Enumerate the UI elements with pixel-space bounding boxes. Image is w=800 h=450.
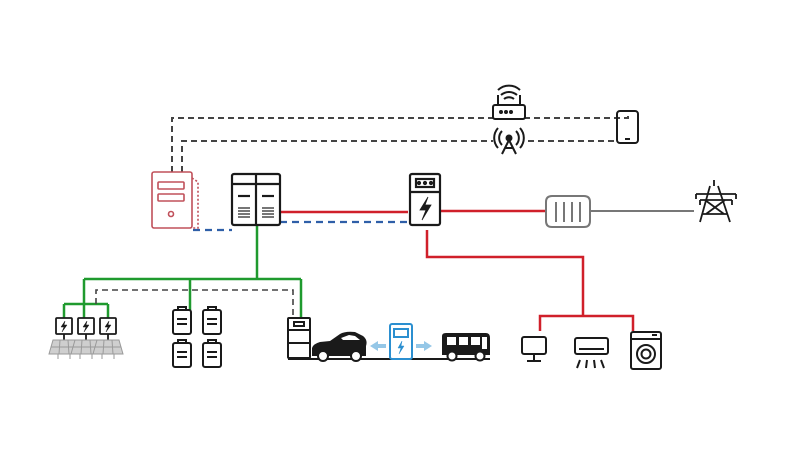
dc-lines	[62, 225, 303, 318]
pv-string-3	[92, 317, 124, 359]
pv-inverter-icon	[77, 317, 95, 340]
ac-line-load-bus	[538, 314, 635, 331]
dc-line-pv	[62, 279, 110, 318]
pv-inverter-icon	[99, 317, 117, 340]
monitor-icon	[521, 336, 547, 362]
electric-car-icon	[312, 331, 367, 362]
comm-line-outer	[171, 112, 629, 172]
battery-modules	[172, 306, 222, 368]
wifi-router-icon	[492, 84, 526, 120]
battery-module-icon	[202, 339, 222, 368]
ac-line-distribution-to-loads	[425, 230, 585, 316]
transmission-tower-icon	[695, 180, 737, 223]
arrow-right-icon	[416, 341, 432, 351]
arrow-left-icon	[370, 341, 386, 351]
battery-module-icon	[172, 306, 192, 335]
pv-strings	[48, 317, 124, 359]
electric-bus-icon	[442, 333, 490, 362]
charge-flow-arrows	[370, 341, 432, 351]
battery-module-icon	[202, 306, 222, 335]
comm-line-inner	[181, 140, 615, 172]
ev-charger-icon	[389, 323, 413, 360]
air-conditioner-icon	[574, 337, 609, 369]
pv-inverter-icon	[55, 317, 73, 340]
server-controller-icon	[151, 171, 199, 229]
battery-stack-icon	[287, 317, 311, 359]
power-conversion-cabinet-icon	[230, 172, 282, 227]
distribution-cabinet-icon	[408, 172, 442, 227]
transformer-icon	[545, 195, 591, 228]
communication-lines	[171, 112, 629, 172]
battery-module-icon	[172, 339, 192, 368]
control-lines	[193, 220, 408, 232]
dc-comm-dashed-line	[95, 289, 294, 318]
ac-lines	[280, 209, 635, 331]
washing-machine-icon	[630, 331, 662, 370]
solar-panel-icon	[92, 339, 124, 359]
cell-tower-icon	[493, 127, 525, 155]
smartphone-icon	[616, 110, 639, 144]
